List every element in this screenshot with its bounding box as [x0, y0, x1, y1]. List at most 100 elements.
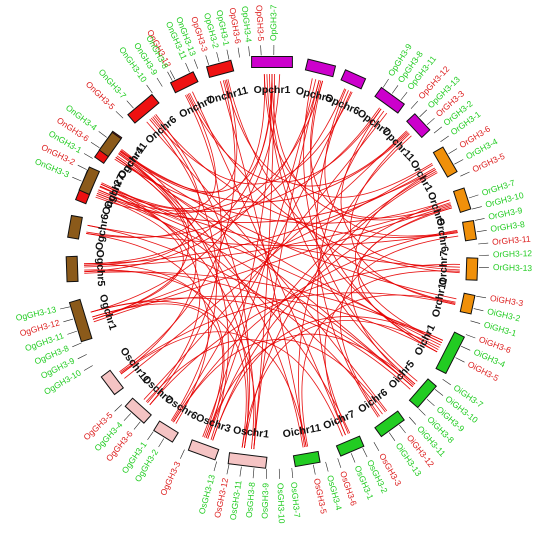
chromosome-block-Og7	[78, 166, 101, 196]
gene-label-OrGH3-11: OrGH3-11	[492, 234, 532, 247]
link-Op1-Og5	[83, 73, 273, 265]
gene-leader-line	[147, 431, 154, 440]
chromosome-block-Or5	[452, 187, 472, 213]
link-Op1-Os3	[202, 73, 273, 437]
chromosome-block-Op1	[251, 56, 293, 68]
gene-leader-line	[350, 453, 356, 463]
chromosome-label-Op1: Opchr1	[254, 84, 291, 96]
gene-leader-line	[440, 135, 449, 143]
link-Op1-Or5	[271, 73, 453, 221]
gene-leader-line	[115, 111, 124, 119]
link-Or11-Os11	[119, 292, 456, 374]
link-On7-Or7	[189, 92, 460, 274]
gene-leader-line	[72, 342, 82, 348]
chromosome-block-Or11	[459, 292, 476, 315]
link-Op1-Oi1	[268, 73, 439, 350]
gene-label-OsGH3-10: OsGH3-10	[275, 483, 286, 524]
link-Oi11-Og11	[118, 153, 304, 448]
chromosome-label-Op11: Opchr11	[379, 125, 417, 164]
gene-leader-line	[237, 47, 240, 58]
chromosome-label-Oi11: Oichr11	[282, 422, 322, 441]
gene-leader-line	[216, 52, 220, 62]
link-Op5-Og5	[84, 79, 320, 273]
link-Op5-Or5	[309, 80, 451, 219]
link-Os6-Og6	[86, 232, 210, 424]
link-Op6-Og6	[86, 88, 346, 238]
gene-label-OgGH3-3: OgGH3-3	[158, 460, 183, 497]
gene-label-OsGH3-8: OsGH3-8	[244, 481, 257, 518]
link-Os7-Og7	[100, 183, 201, 404]
chromosome-label-Or7: Orchr7	[437, 250, 450, 285]
link-Os1-Og5	[84, 269, 256, 450]
chromosome-label-On11: Onchr11	[206, 84, 250, 107]
link-On7-Op7	[186, 94, 382, 183]
link-Or5-Oi1	[357, 207, 453, 353]
chromosome-block-Or7	[465, 257, 479, 281]
gene-leader-line	[337, 458, 342, 468]
link-Os3-Og5	[83, 263, 225, 439]
chromosome-label-Or11: Orchr11	[430, 277, 450, 318]
link-Op11-Oi11	[298, 135, 412, 448]
link-On6-Og6	[86, 116, 200, 238]
link-Oi7-Os7	[145, 339, 343, 437]
gene-leader-line	[126, 100, 134, 109]
link-Or1-Og1	[92, 164, 434, 320]
gene-leader-line	[468, 194, 479, 199]
gene-leader-line	[455, 357, 465, 363]
link-On11-Os11	[119, 80, 236, 373]
link-Op5-Os1	[253, 79, 320, 450]
gene-leader-line	[123, 413, 132, 421]
link-Os11-Og11	[118, 153, 197, 375]
gene-leader-line	[213, 461, 217, 472]
chromosome-block-On11	[205, 59, 235, 78]
chromosome-block-On6	[127, 93, 160, 124]
gene-leader-line	[313, 464, 316, 475]
gene-leader-line	[325, 461, 329, 472]
link-Op11-Or11	[350, 133, 456, 305]
gene-leader-line	[146, 84, 153, 94]
chromosome-block-Oi7	[335, 435, 365, 457]
gene-leader-line	[399, 424, 406, 434]
gene-leader-line	[473, 308, 484, 312]
gene-leader-line	[465, 334, 476, 339]
chromosome-block-On7	[169, 71, 199, 94]
gene-leader-line	[426, 398, 435, 407]
gene-leader-line	[169, 70, 176, 80]
gene-leader-line	[156, 77, 163, 87]
gene-leader-line	[226, 464, 230, 475]
gene-label-OsGH3-9: OsGH3-9	[260, 482, 271, 518]
gene-leader-line	[476, 295, 487, 299]
link-Oi11-Os11	[120, 331, 307, 447]
chromosome-label-Os11: Oschr11	[118, 345, 153, 385]
chromosome-block-Oi11	[292, 450, 321, 468]
gene-label-OpGH3-7: OpGH3-7	[268, 4, 278, 41]
chromosome-block-Oi5	[408, 378, 438, 409]
chromosome-block-Op6	[340, 69, 367, 90]
gene-leader-line	[470, 320, 481, 324]
link-Or1-Os3	[207, 170, 437, 439]
gene-leader-line	[474, 218, 485, 221]
gene-label-OiGH3-3: OiGH3-3	[489, 293, 524, 308]
gene-leader-line	[226, 49, 230, 60]
chromosome-block-Og6	[67, 214, 83, 240]
gene-leader-line	[193, 59, 199, 69]
chromosome-label-Og6: Ogchr6	[93, 213, 111, 251]
chromosome-block-Og11	[98, 131, 122, 158]
link-Or1-Og5	[83, 167, 436, 265]
gene-label-OpGH3-5: OpGH3-5	[254, 5, 266, 42]
collinearity-links	[83, 73, 461, 450]
chromosome-block-Os6	[153, 420, 179, 443]
link-Op5-Oi5	[303, 78, 418, 382]
gene-leader-line	[433, 126, 442, 134]
gene-leader-line	[114, 404, 123, 412]
gene-leader-line	[418, 408, 426, 416]
chromosome-block-Os1	[227, 452, 268, 469]
gene-leader-line	[408, 416, 417, 425]
link-Os3-Og1	[92, 303, 224, 438]
link-Oi6-Og6	[87, 224, 383, 415]
chromosome-block-Oi6	[374, 410, 405, 438]
gene-leader-line	[72, 176, 82, 182]
gene-leader-line	[90, 141, 100, 148]
link-On6-Os1	[155, 114, 251, 449]
